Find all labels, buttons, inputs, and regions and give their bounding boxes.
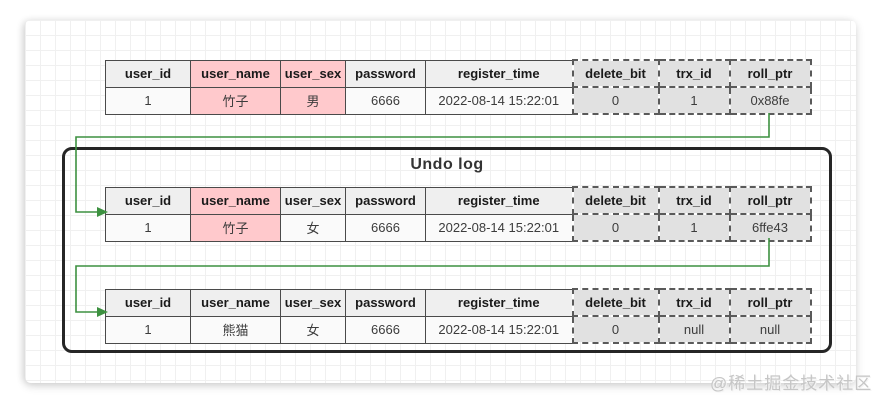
col-header-delete-bit: delete_bit [571, 59, 660, 88]
table-header-row: user_id user_name user_sex password regi… [105, 186, 812, 215]
col-header-password: password [345, 186, 426, 215]
col-header-trx-id: trx_id [657, 288, 731, 317]
cell-user-name: 熊猫 [190, 315, 281, 344]
col-header-roll-ptr: roll_ptr [728, 186, 812, 215]
cell-user-sex: 男 [280, 86, 346, 115]
col-header-user-id: user_id [105, 186, 191, 215]
cell-trx-id: 1 [657, 213, 731, 242]
col-header-password: password [345, 288, 426, 317]
cell-roll-ptr: 6ffe43 [728, 213, 812, 242]
cell-register-time: 2022-08-14 15:22:01 [425, 213, 573, 242]
col-header-user-sex: user_sex [280, 186, 346, 215]
col-header-roll-ptr: roll_ptr [728, 288, 812, 317]
cell-roll-ptr: 0x88fe [728, 86, 812, 115]
table-header-row: user_id user_name user_sex password regi… [105, 288, 812, 317]
cell-password: 6666 [345, 213, 426, 242]
table-undo-version-1: user_id user_name user_sex password regi… [105, 186, 812, 242]
cell-delete-bit: 0 [571, 315, 660, 344]
col-header-delete-bit: delete_bit [571, 288, 660, 317]
table-data-row: 1 竹子 女 6666 2022-08-14 15:22:01 0 1 6ffe… [105, 213, 812, 242]
cell-delete-bit: 0 [571, 213, 660, 242]
col-header-trx-id: trx_id [657, 59, 731, 88]
cell-password: 6666 [345, 86, 426, 115]
cell-user-name: 竹子 [190, 86, 281, 115]
col-header-user-id: user_id [105, 288, 191, 317]
cell-delete-bit: 0 [571, 86, 660, 115]
col-header-user-name: user_name [190, 186, 281, 215]
cell-user-sex: 女 [280, 213, 346, 242]
cell-register-time: 2022-08-14 15:22:01 [425, 315, 573, 344]
table-data-row: 1 熊猫 女 6666 2022-08-14 15:22:01 0 null n… [105, 315, 812, 344]
col-header-register-time: register_time [425, 59, 573, 88]
cell-roll-ptr: null [728, 315, 812, 344]
cell-trx-id: null [657, 315, 731, 344]
col-header-register-time: register_time [425, 288, 573, 317]
undo-log-title: Undo log [410, 156, 484, 173]
cell-trx-id: 1 [657, 86, 731, 115]
col-header-delete-bit: delete_bit [571, 186, 660, 215]
cell-user-id: 1 [105, 315, 191, 344]
table-undo-version-2: user_id user_name user_sex password regi… [105, 288, 812, 344]
cell-user-name: 竹子 [190, 213, 281, 242]
col-header-trx-id: trx_id [657, 186, 731, 215]
cell-user-id: 1 [105, 213, 191, 242]
col-header-roll-ptr: roll_ptr [728, 59, 812, 88]
table-header-row: user_id user_name user_sex password regi… [105, 59, 812, 88]
col-header-user-id: user_id [105, 59, 191, 88]
col-header-user-name: user_name [190, 288, 281, 317]
table-data-row: 1 竹子 男 6666 2022-08-14 15:22:01 0 1 0x88… [105, 86, 812, 115]
col-header-password: password [345, 59, 426, 88]
col-header-user-sex: user_sex [280, 59, 346, 88]
cell-register-time: 2022-08-14 15:22:01 [425, 86, 573, 115]
cell-user-sex: 女 [280, 315, 346, 344]
col-header-user-sex: user_sex [280, 288, 346, 317]
table-current-row: user_id user_name user_sex password regi… [105, 59, 812, 115]
col-header-user-name: user_name [190, 59, 281, 88]
watermark: @稀土掘金技术社区 [710, 374, 873, 393]
col-header-register-time: register_time [425, 186, 573, 215]
cell-user-id: 1 [105, 86, 191, 115]
cell-password: 6666 [345, 315, 426, 344]
